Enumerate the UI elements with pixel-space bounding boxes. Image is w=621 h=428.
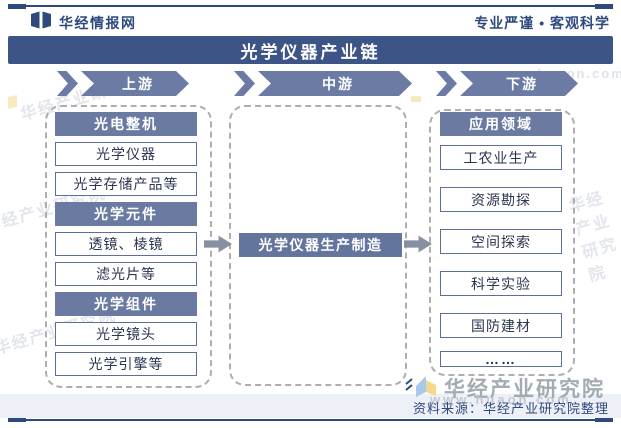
stage-arrow-downstream: 下游: [436, 71, 578, 96]
upstream-node: 滤光片等: [55, 262, 197, 286]
upstream-category-header: 光学元件: [55, 202, 197, 226]
downstream-category-header: 应用领域: [440, 112, 562, 136]
publisher-watermark-text: 华经产业研究院: [444, 378, 605, 401]
stage-label: 上游: [81, 71, 189, 96]
bottom-rule-right-cap: [595, 417, 613, 422]
downstream-column: 应用领域 工农业生产 资源勘探 空间探索 科学实验 国防建材 ……: [440, 112, 562, 367]
site-brand: 华经情报网: [30, 11, 137, 34]
upstream-node: 光学引擎等: [55, 352, 197, 376]
downstream-group-box: [429, 109, 575, 376]
midstream-node: 光学仪器生产制造: [239, 233, 402, 257]
site-tagline: 专业严谨 • 客观科学: [474, 15, 610, 31]
footer-band: [0, 394, 621, 418]
chevron-icon: [436, 71, 457, 96]
bottom-rule-left-cap: [8, 417, 26, 422]
publisher-logo-icon: [404, 372, 438, 404]
stage-arrow-midstream: 中游: [234, 71, 412, 96]
downstream-node: 空间探索: [440, 229, 562, 254]
downstream-node: 科学实验: [440, 271, 562, 296]
downstream-node: 国防建材: [440, 313, 562, 338]
watermark-chip-yellow: [8, 95, 17, 109]
upstream-node: 光学存储产品等: [55, 172, 197, 196]
upstream-node: 透镜、棱镜: [55, 232, 197, 256]
stage-arrow-upstream: 上游: [57, 71, 189, 96]
stage-label: 下游: [460, 71, 578, 96]
upstream-category-header: 光电整机: [55, 112, 197, 136]
diagram-title: 光学仪器产业链: [8, 36, 613, 64]
bottom-rule: [8, 419, 613, 421]
publisher-watermark-url: www.huaon.com: [430, 392, 572, 407]
stage-label: 中游: [258, 71, 412, 96]
downstream-node: 工农业生产: [440, 145, 562, 170]
watermark-chip-yellow: [411, 96, 421, 102]
top-rule-left-cap: [8, 4, 26, 9]
upstream-node: 光学仪器: [55, 142, 197, 166]
right-arrow-icon: [404, 235, 432, 253]
top-rule: [8, 5, 613, 7]
upstream-node: 光学镜头: [55, 322, 197, 346]
downstream-node-ellipsis: ……: [440, 351, 562, 367]
upstream-column: 光电整机 光学仪器 光学存储产品等 光学元件 透镜、棱镜 滤光片等 光学组件 光…: [55, 112, 197, 382]
data-source-note: 资料来源：华经产业研究院整理: [412, 401, 609, 416]
chevron-icon: [234, 71, 255, 96]
publisher-watermark: 华经产业研究院: [404, 372, 605, 404]
top-rule-right-cap: [595, 4, 613, 9]
chevron-icon: [57, 71, 78, 96]
upstream-category-header: 光学组件: [55, 292, 197, 316]
site-brand-name: 华经情报网: [59, 14, 137, 31]
open-book-logo-icon: [30, 11, 52, 34]
downstream-node: 资源勘探: [440, 187, 562, 212]
